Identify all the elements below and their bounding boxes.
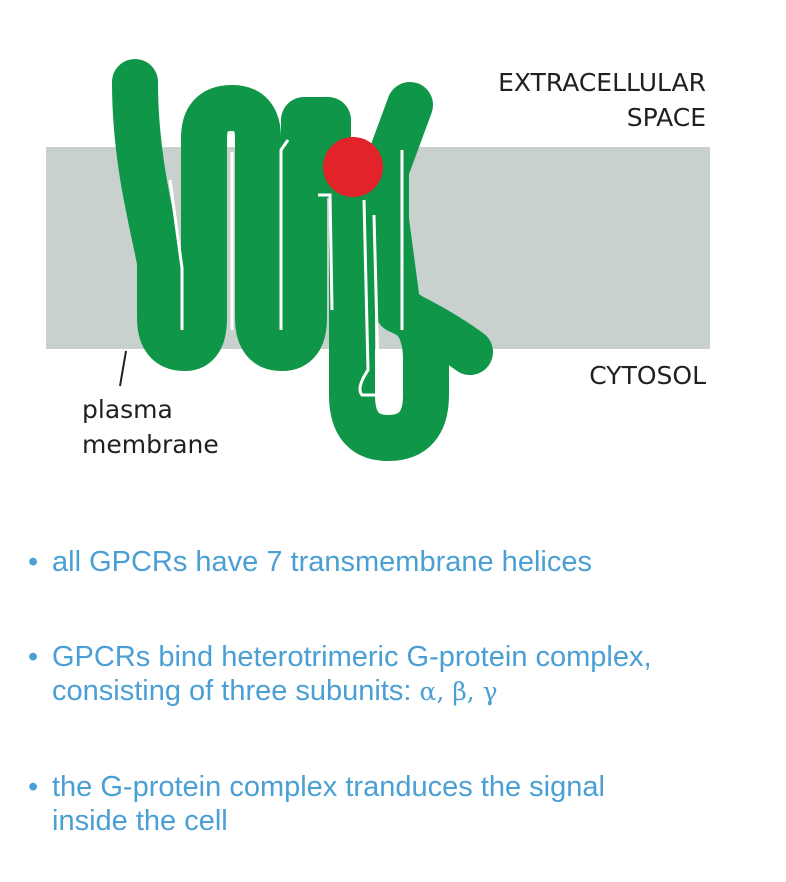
bullet-dot: • bbox=[28, 770, 38, 804]
gpcr-diagram: EXTRACELLULAR SPACE CYTOSOL plasma membr… bbox=[0, 0, 786, 500]
bullet-text-line2: consisting of three subunits: bbox=[52, 675, 420, 707]
bullet-text-line1: GPCRs bind heterotrimeric G-protein comp… bbox=[52, 641, 652, 673]
membrane-pointer-line bbox=[120, 351, 126, 386]
label-cytosol: CYTOSOL bbox=[589, 361, 706, 390]
bullet-dot: • bbox=[28, 640, 38, 674]
label-membrane-line2: membrane bbox=[82, 430, 219, 459]
bullet-text: all GPCRs have 7 transmembrane helices bbox=[52, 545, 782, 579]
bullet-text: the G-protein complex tranduces the sign… bbox=[52, 770, 782, 838]
bullet-text: GPCRs bind heterotrimeric G-protein comp… bbox=[52, 640, 782, 709]
bullet-text-line1: the G-protein complex tranduces the sign… bbox=[52, 771, 605, 803]
bullet-text-line2: inside the cell bbox=[52, 805, 228, 837]
label-extracellular-line1: EXTRACELLULAR bbox=[498, 68, 706, 97]
bullet-dot: • bbox=[28, 545, 38, 579]
ligand-dot bbox=[323, 137, 383, 197]
label-membrane-line1: plasma bbox=[82, 395, 173, 424]
label-extracellular-line2: SPACE bbox=[627, 103, 706, 132]
subunit-symbols: α, β, γ bbox=[420, 677, 498, 706]
